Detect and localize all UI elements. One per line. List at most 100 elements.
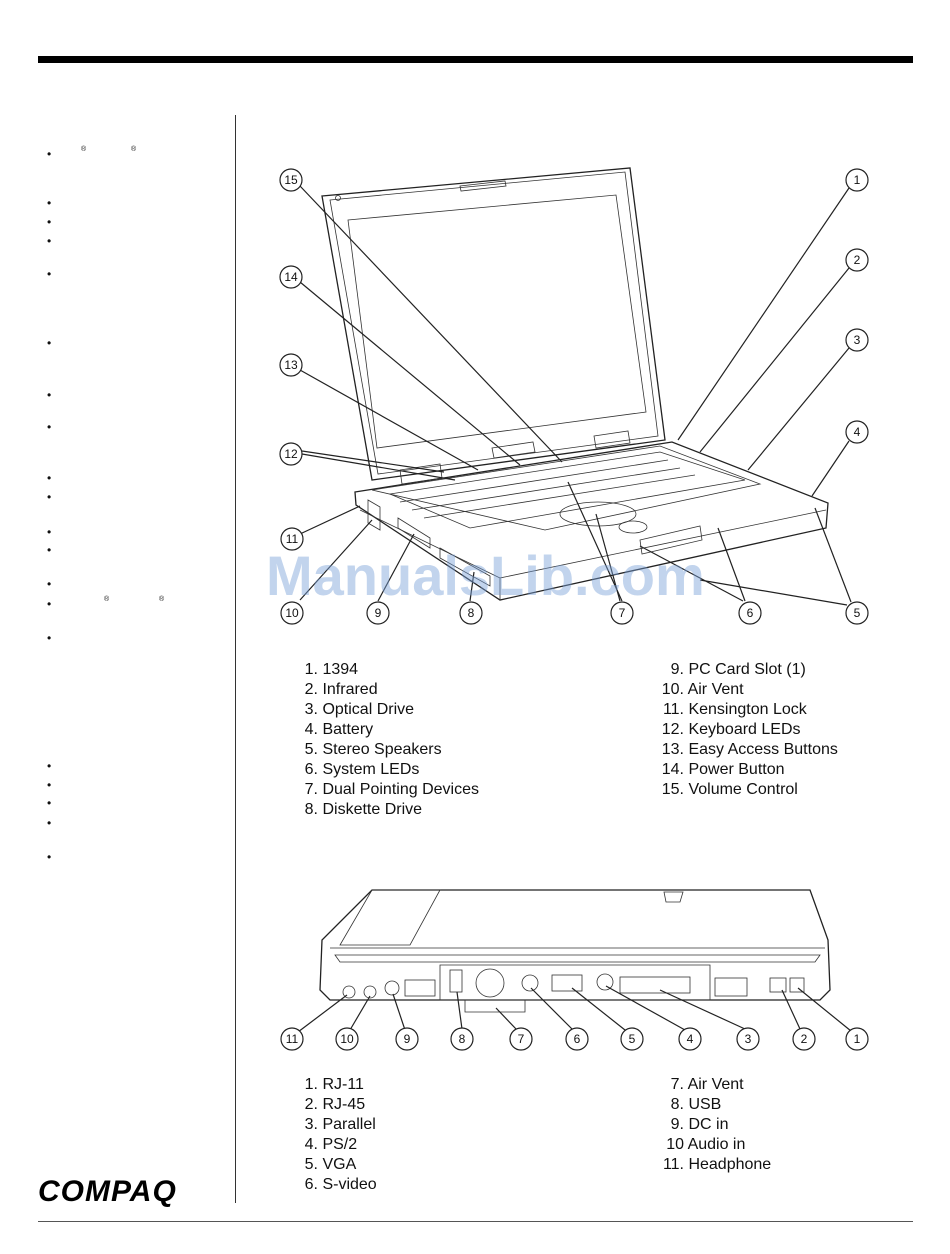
legend-item: 13. Easy Access Buttons <box>661 741 838 758</box>
svg-text:13: 13 <box>284 358 298 372</box>
bullet: • <box>47 267 52 281</box>
legend-item: 10 Audio in <box>666 1136 746 1153</box>
laptop-front-drawing <box>321 167 829 601</box>
svg-text:9: 9 <box>375 606 382 620</box>
callout-6: 6 <box>738 601 762 625</box>
svg-text:2: 2 <box>854 253 861 267</box>
rear-callout-10: 10 <box>335 1027 359 1051</box>
rear-callout-1: 1 <box>845 1027 869 1051</box>
svg-text:10: 10 <box>340 1032 354 1046</box>
rear-callout-8: 8 <box>450 1027 474 1051</box>
rear-callouts: 1 2 3 4 5 6 7 8 9 10 11 <box>280 1027 869 1051</box>
rear-legend-right: 7. Air Vent 8. USB 9. DC in 10 Audio in … <box>660 1075 771 1175</box>
legend-item: 11. Headphone <box>662 1156 772 1173</box>
bullet: • <box>47 577 52 591</box>
svg-text:3: 3 <box>854 333 861 347</box>
legend-item: 9. PC Card Slot (1) <box>670 661 806 678</box>
svg-text:12: 12 <box>284 447 298 461</box>
bullet: • <box>47 796 52 810</box>
svg-text:9: 9 <box>404 1032 411 1046</box>
callout-3: 3 <box>845 328 869 352</box>
legend-item: 5. Stereo Speakers <box>304 741 442 758</box>
bullet: • <box>47 420 52 434</box>
bullet: • <box>47 850 52 864</box>
registered-mark: ® <box>81 146 87 153</box>
bullet: • <box>47 631 52 645</box>
bottom-rule <box>38 1221 913 1222</box>
legend-item: 12. Keyboard LEDs <box>661 721 801 738</box>
column-divider <box>235 115 236 1203</box>
legend-item: 10. Air Vent <box>661 681 744 698</box>
legend-item: 1. 1394 <box>304 661 359 678</box>
legend-item: 3. Optical Drive <box>304 701 415 718</box>
rear-callout-4: 4 <box>678 1027 702 1051</box>
callout-9: 9 <box>366 601 390 625</box>
bullet: • <box>47 759 52 773</box>
laptop-rear-drawing <box>319 889 831 1013</box>
front-legend-left: 1. 1394 2. Infrared 3. Optical Drive 4. … <box>304 660 479 820</box>
svg-text:7: 7 <box>619 606 626 620</box>
rear-legend-left: 1. RJ-11 2. RJ-45 3. Parallel 4. PS/2 5.… <box>304 1075 377 1195</box>
legend-item: 2. Infrared <box>304 681 378 698</box>
svg-text:6: 6 <box>574 1032 581 1046</box>
svg-text:7: 7 <box>518 1032 525 1046</box>
rear-leader-lines <box>297 985 852 1033</box>
svg-text:15: 15 <box>284 173 298 187</box>
callout-13: 13 <box>279 353 303 377</box>
svg-text:6: 6 <box>747 606 754 620</box>
legend-item: 4. Battery <box>304 721 374 738</box>
legend-item: 5. VGA <box>304 1156 357 1173</box>
rear-callout-9: 9 <box>395 1027 419 1051</box>
svg-text:5: 5 <box>629 1032 636 1046</box>
bullet: • <box>47 490 52 504</box>
svg-text:1: 1 <box>854 1032 861 1046</box>
legend-item: 6. System LEDs <box>304 761 420 778</box>
rear-callout-6: 6 <box>565 1027 589 1051</box>
callout-12: 12 <box>279 442 303 466</box>
legend-item: 11. Kensington Lock <box>662 701 807 718</box>
callout-5: 5 <box>845 601 869 625</box>
callout-11: 11 <box>280 527 304 551</box>
bullet: • <box>47 543 52 557</box>
bullet: • <box>47 388 52 402</box>
bullet: • <box>47 234 52 248</box>
legend-item: 3. Parallel <box>304 1116 376 1133</box>
rear-callout-2: 2 <box>792 1027 816 1051</box>
bullet: • <box>47 525 52 539</box>
legend-item: 9. DC in <box>670 1116 729 1133</box>
svg-text:1: 1 <box>854 173 861 187</box>
svg-text:4: 4 <box>854 425 861 439</box>
callout-10: 10 <box>280 601 304 625</box>
compaq-logo: COMPAQ <box>38 1175 177 1208</box>
callout-15: 15 <box>279 168 303 192</box>
svg-text:14: 14 <box>284 270 298 284</box>
svg-text:2: 2 <box>801 1032 808 1046</box>
registered-mark: ® <box>131 146 137 153</box>
svg-text:10: 10 <box>285 606 299 620</box>
callout-4: 4 <box>845 420 869 444</box>
registered-mark: ® <box>159 596 165 603</box>
legend-item: 7. Air Vent <box>670 1076 744 1093</box>
callout-1: 1 <box>845 168 869 192</box>
legend-item: 8. USB <box>670 1096 722 1113</box>
rear-callout-3: 3 <box>736 1027 760 1051</box>
top-rule <box>38 56 913 63</box>
callout-14: 14 <box>279 265 303 289</box>
legend-item: 8. Diskette Drive <box>304 801 423 818</box>
callout-2: 2 <box>845 248 869 272</box>
front-leader-lines <box>299 185 852 606</box>
callout-8: 8 <box>459 601 483 625</box>
front-legend-right: 9. PC Card Slot (1) 10. Air Vent 11. Ken… <box>660 660 838 800</box>
registered-mark: ® <box>104 596 110 603</box>
front-callouts: 1 2 3 4 5 6 7 8 9 10 11 12 13 14 15 <box>279 168 869 625</box>
svg-text:8: 8 <box>468 606 475 620</box>
rear-callout-7: 7 <box>509 1027 533 1051</box>
rear-callout-11: 11 <box>280 1027 304 1051</box>
legend-item: 14. Power Button <box>661 761 785 778</box>
legend-item: 2. RJ-45 <box>304 1096 366 1113</box>
legend-item: 15. Volume Control <box>661 781 798 798</box>
svg-text:3: 3 <box>745 1032 752 1046</box>
bullet: • <box>47 816 52 830</box>
svg-text:4: 4 <box>687 1032 694 1046</box>
